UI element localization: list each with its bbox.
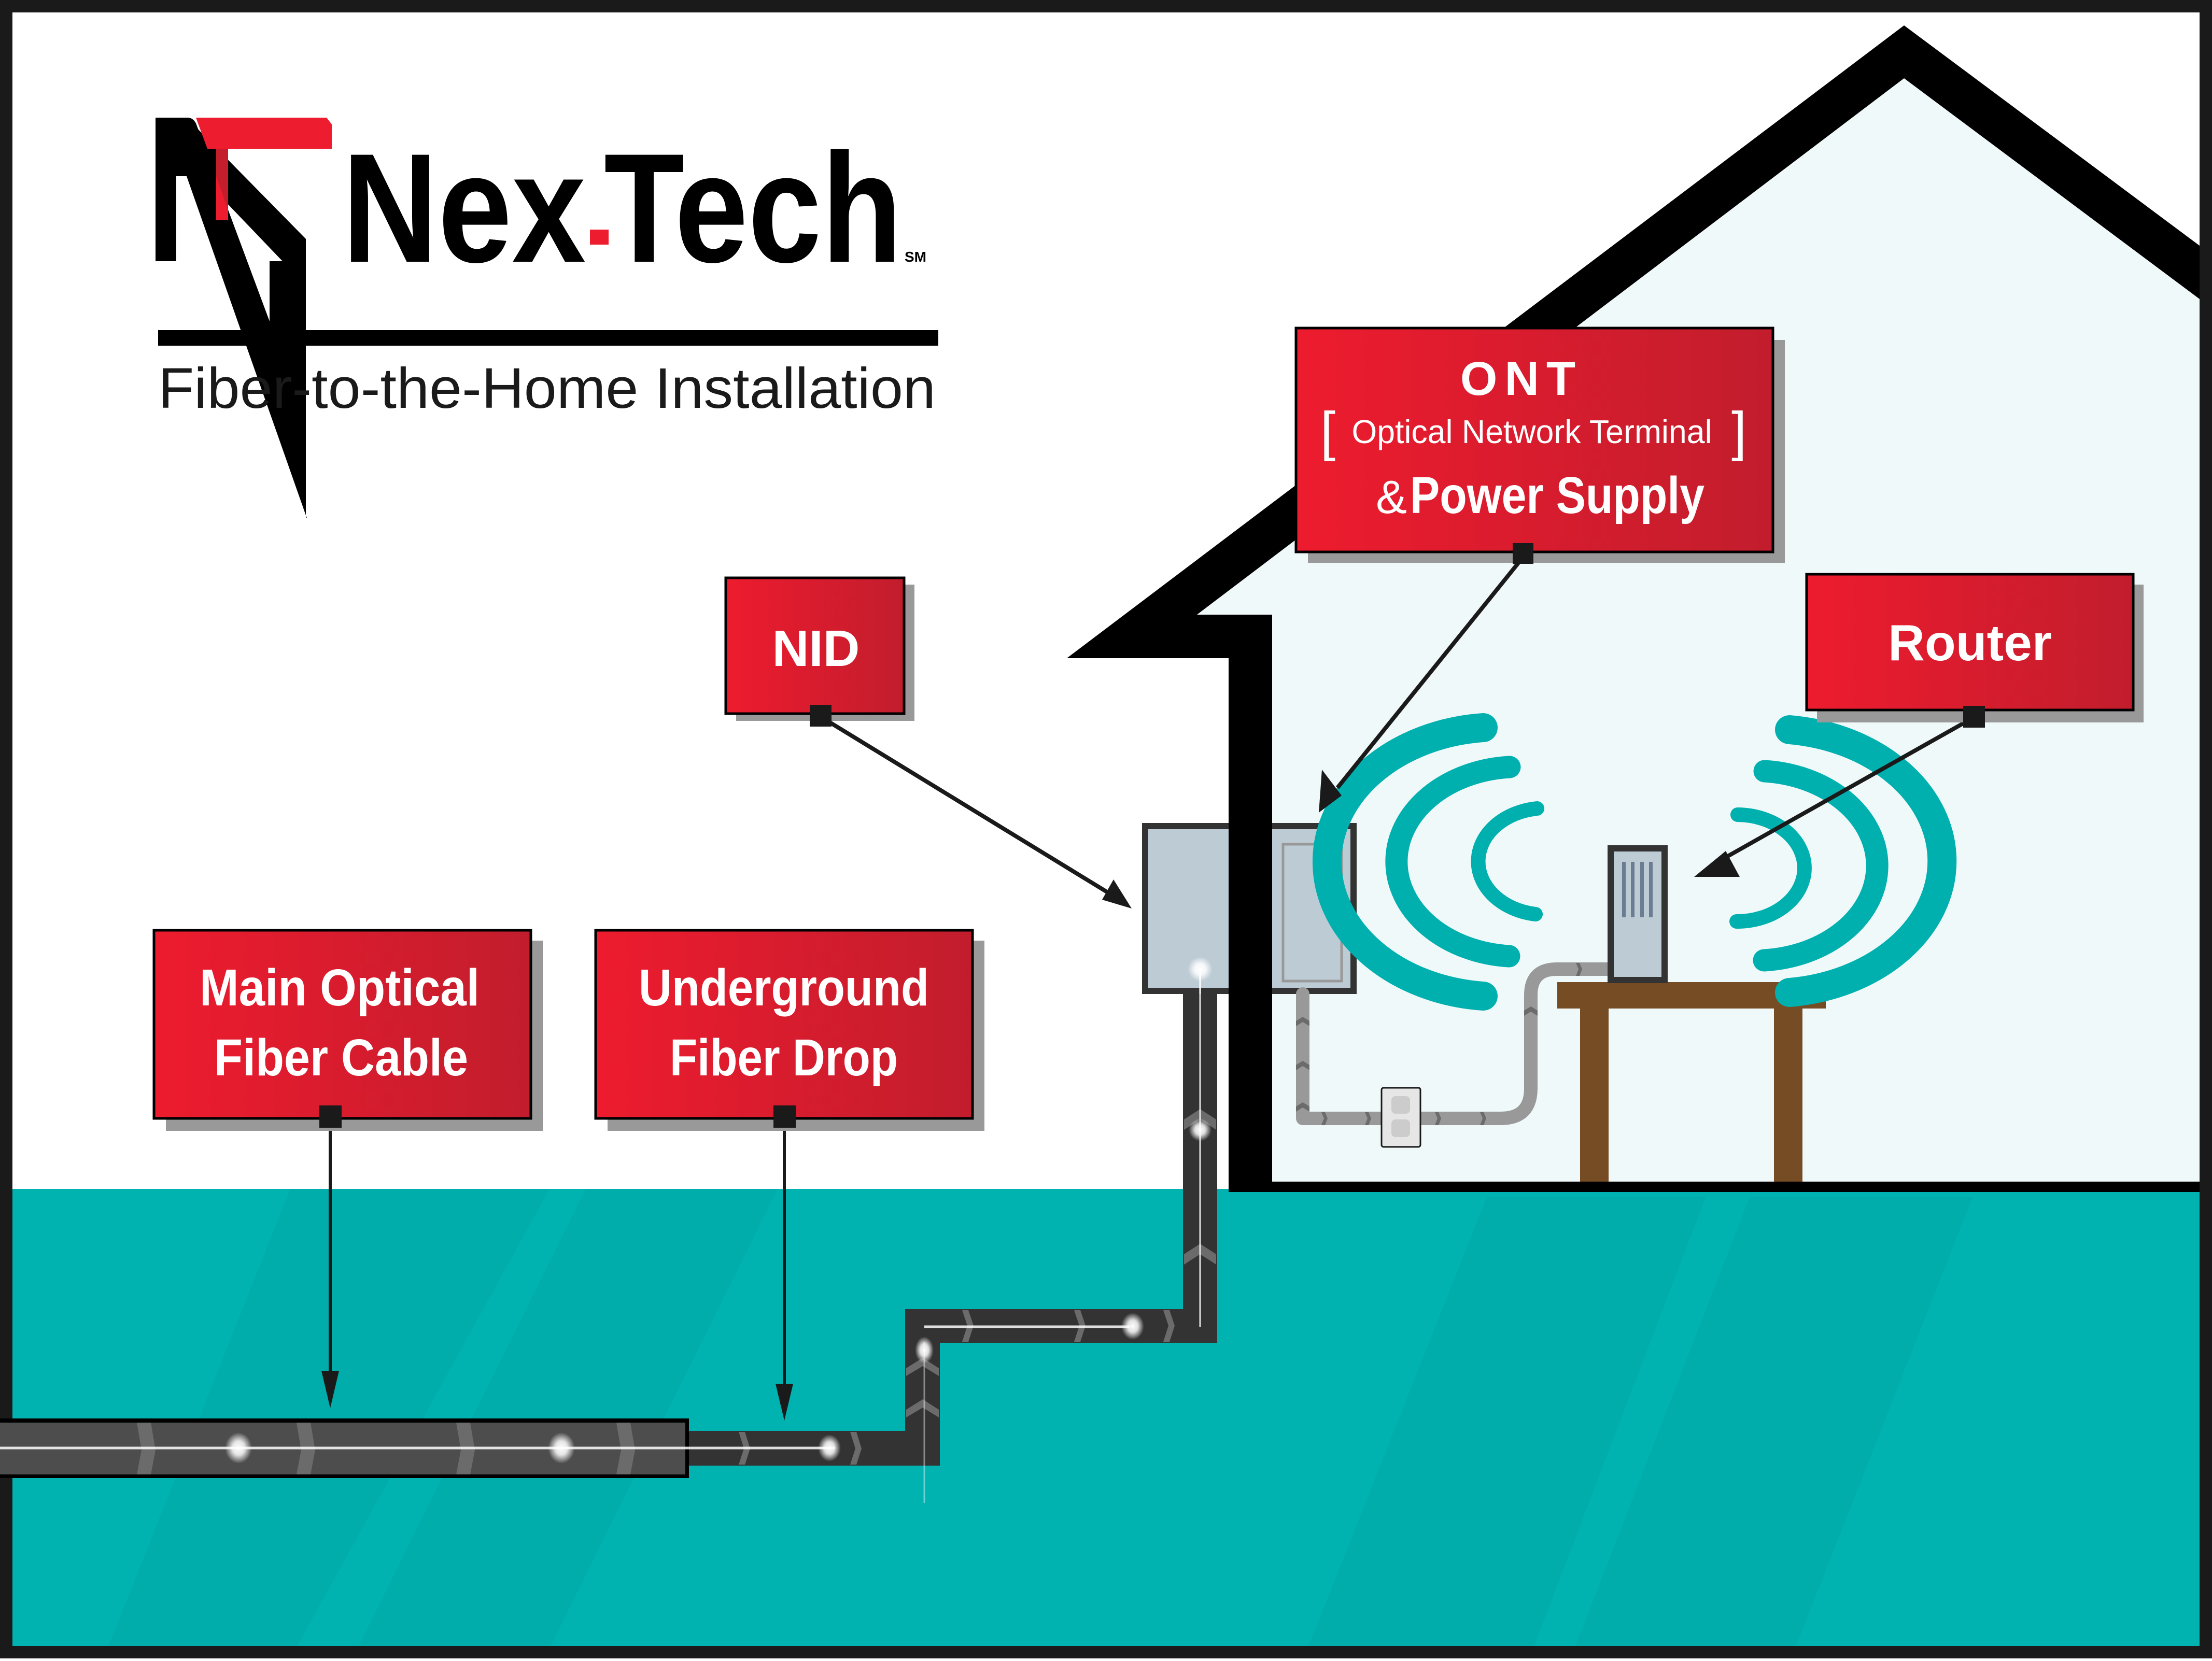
service-mark: SM <box>905 249 926 265</box>
nid-arrowhead <box>1102 879 1132 908</box>
arrowheads <box>321 770 1740 1421</box>
ont-power-supply: Power Supply <box>1410 466 1704 524</box>
house-interior <box>1197 78 2200 1187</box>
wifi-signal-left <box>1313 713 1544 1011</box>
nid-label: NID <box>724 576 914 727</box>
drop-connector <box>773 1105 796 1128</box>
ont-label: ONT [ Optical Network Terminal ] & Power… <box>1294 326 1785 564</box>
nid-leader-line <box>819 715 1116 899</box>
router-title: Router <box>1888 614 2052 671</box>
ont-subtitle: Optical Network Terminal <box>1352 413 1712 450</box>
drop-line1: Underground <box>639 959 929 1017</box>
main-cable-arrowhead <box>321 1371 339 1408</box>
house-wall <box>1229 819 1272 1192</box>
light-signal <box>0 974 1201 1503</box>
router-arrowhead <box>1694 851 1740 877</box>
ont-title: ONT <box>1460 352 1583 405</box>
router-device[interactable] <box>1608 845 1668 983</box>
router-leader-line <box>1715 715 1975 865</box>
brand-name-tech: Tech <box>604 121 902 295</box>
nid-connector <box>810 705 832 727</box>
nex-tech-logo: Nex Tech SM Fiber-to-the-Home Installati… <box>156 118 938 518</box>
ont-bracket-close: ] <box>1731 401 1746 462</box>
ont-connector <box>1513 543 1533 564</box>
house-roof-outline <box>1067 25 2200 1192</box>
logo-n-mark <box>156 118 307 518</box>
subtitle: Fiber-to-the-Home Installation <box>158 357 936 420</box>
logo-t-mark <box>196 118 332 149</box>
ont-arrowhead <box>1319 770 1342 813</box>
leader-lines <box>329 556 1975 1394</box>
nid-title: NID <box>772 620 860 677</box>
brand-hyphen <box>590 230 609 245</box>
ont-amp: & <box>1376 472 1407 523</box>
main-cable-line2: Fiber Cable <box>214 1029 468 1087</box>
logo-underline <box>158 330 938 346</box>
wifi-signal-right <box>1729 715 1957 1007</box>
ont-leader-line <box>1335 556 1525 789</box>
power-outlet[interactable] <box>1380 1087 1421 1148</box>
main-cable-label: Main Optical Fiber Cable <box>152 929 543 1131</box>
router-label: Router <box>1805 573 2144 728</box>
drop-line2: Fiber Drop <box>670 1029 898 1087</box>
fiber-cable-route <box>0 957 1217 1503</box>
drop-arrowhead <box>776 1384 793 1421</box>
main-cable-connector <box>319 1105 342 1128</box>
brand-name-nex: Nex <box>342 121 587 295</box>
ont-bracket-open: [ <box>1320 401 1335 462</box>
drop-label: Underground Fiber Drop <box>594 929 984 1131</box>
router-connector <box>1963 706 1985 728</box>
main-cable-line1: Main Optical <box>200 959 480 1017</box>
